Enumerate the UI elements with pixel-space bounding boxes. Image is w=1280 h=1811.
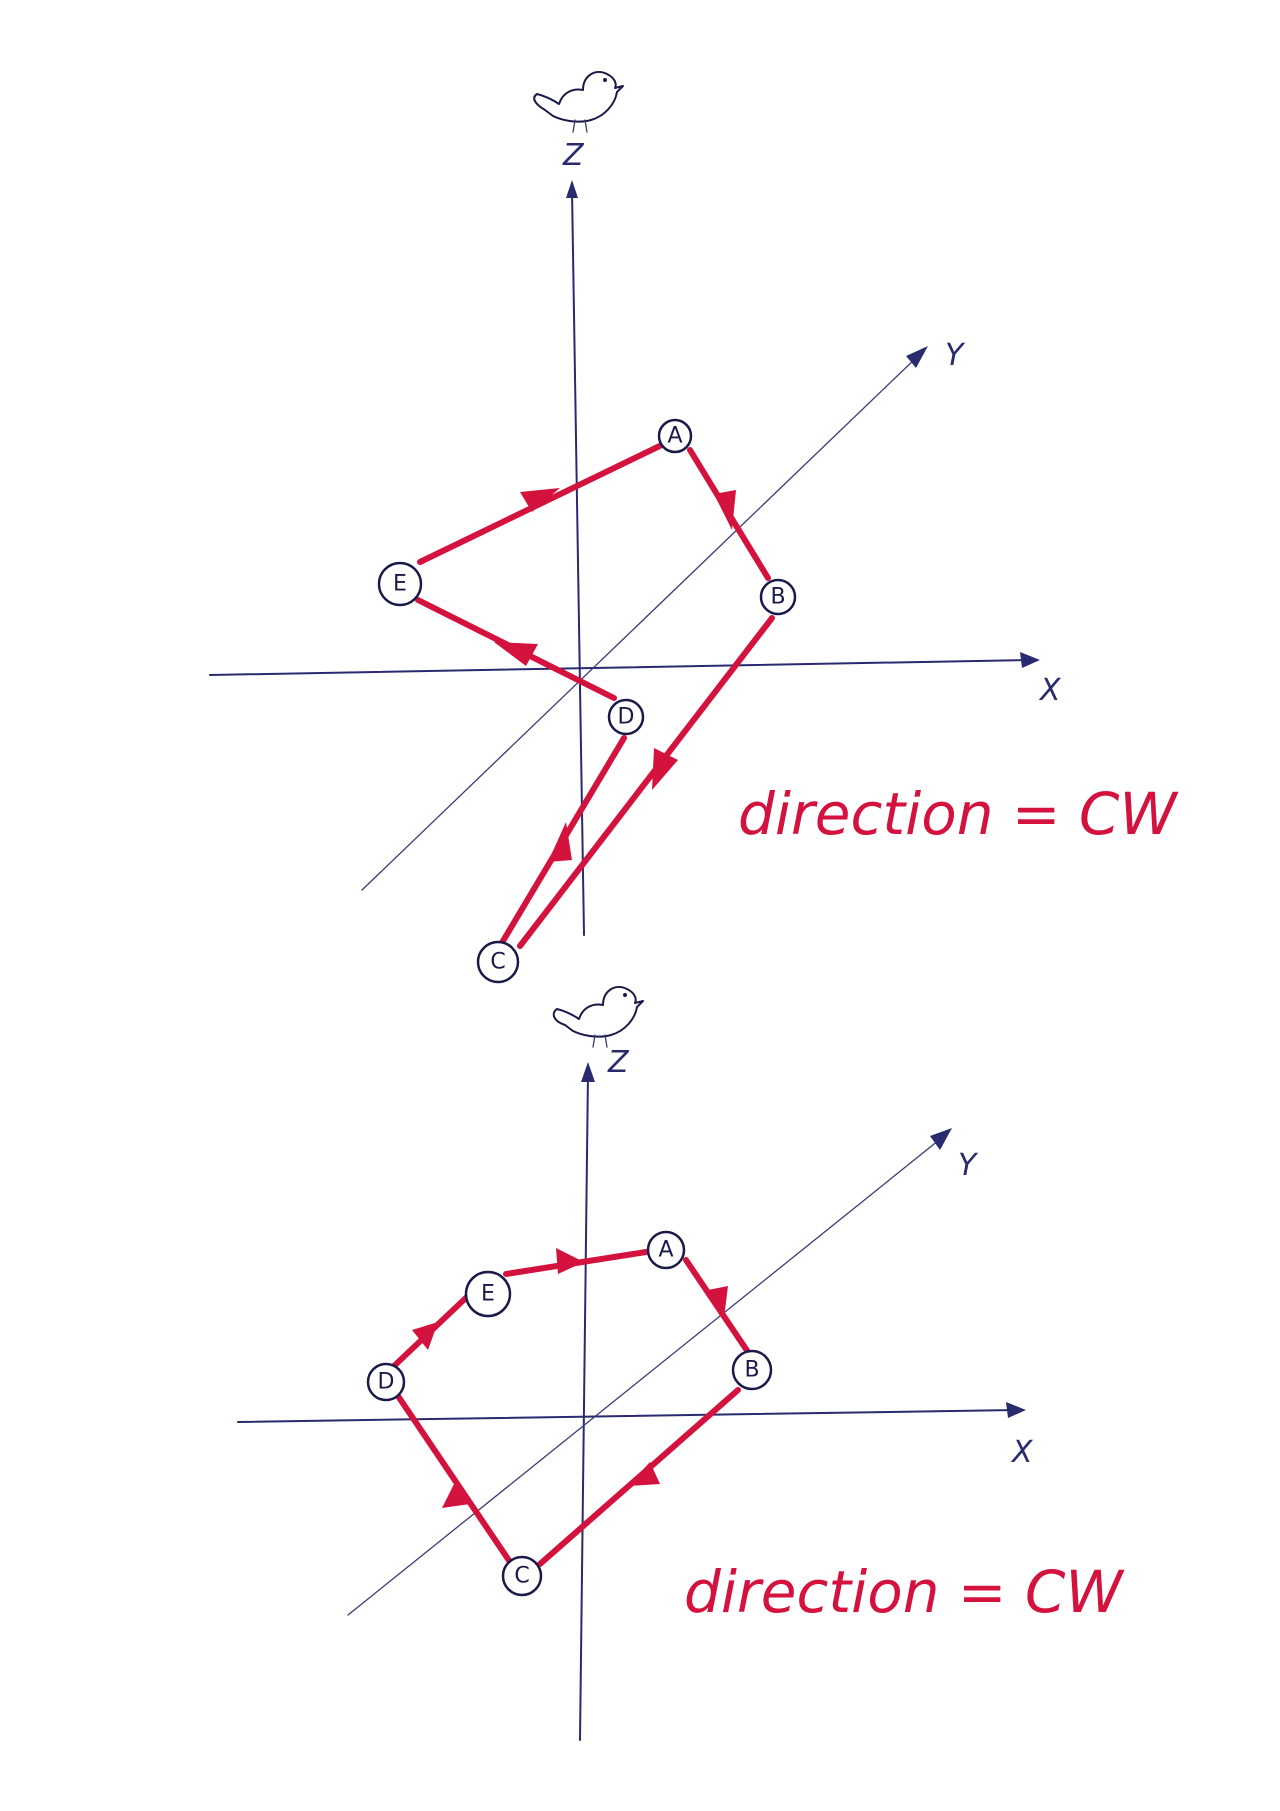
node-d: D <box>607 698 645 736</box>
x-axis-label: X <box>1010 1435 1034 1470</box>
edge-arrow-c-d <box>548 822 572 862</box>
edge-arrow-a-b <box>708 1286 728 1318</box>
z-axis-arrowhead <box>581 1062 595 1082</box>
z-axis-arrowhead <box>566 180 578 198</box>
node-b: B <box>731 1349 773 1391</box>
svg-text:D: D <box>378 1370 395 1395</box>
svg-text:E: E <box>393 572 407 597</box>
bird-icon <box>552 986 644 1048</box>
x-axis-arrowhead <box>1006 1402 1026 1418</box>
edge-arrow-e-a <box>556 1248 584 1274</box>
node-b: B <box>759 578 797 616</box>
x-axis-label: X <box>1038 673 1062 708</box>
svg-text:E: E <box>481 1282 495 1307</box>
y-axis-label: Y <box>945 338 966 373</box>
node-c: C <box>476 940 520 984</box>
edge-arrow-d-e <box>412 1322 438 1350</box>
diagram-top: Z X Y <box>209 71 1179 984</box>
edge-c-d <box>395 1393 513 1565</box>
edge-e-a <box>417 437 675 565</box>
x-axis <box>237 1409 1017 1423</box>
nodes-bottom: A B C D E <box>366 1230 773 1597</box>
svg-text:B: B <box>770 585 785 610</box>
bird-icon <box>533 71 624 133</box>
svg-text:A: A <box>667 424 682 449</box>
svg-text:C: C <box>514 1564 529 1589</box>
edge-arrow-a-b <box>714 490 736 530</box>
node-e: E <box>377 561 423 607</box>
direction-label-top: direction = CW <box>738 780 1179 848</box>
svg-text:A: A <box>658 1238 673 1263</box>
y-axis <box>361 355 919 891</box>
y-axis-arrowhead <box>930 1128 952 1150</box>
edge-arrow-e-a <box>520 488 560 512</box>
node-a: A <box>657 418 693 454</box>
diagram-bottom: Z X Y <box>237 986 1125 1741</box>
node-c: C <box>501 1555 543 1597</box>
nodes-top: A B C D E <box>377 418 797 984</box>
edge-arrow-d-e <box>494 642 538 666</box>
y-axis-arrowhead <box>906 346 928 368</box>
axes-bottom: Z X Y <box>237 1045 1034 1741</box>
node-e: E <box>464 1270 512 1318</box>
path-bottom <box>391 1248 751 1567</box>
edge-b-c <box>517 615 775 949</box>
edge-a-b <box>683 1257 751 1355</box>
x-axis-arrowhead <box>1020 652 1040 668</box>
z-axis <box>579 1071 589 1741</box>
edge-arrow-c-d <box>442 1480 470 1508</box>
y-axis-label: Y <box>958 1148 979 1183</box>
y-axis <box>347 1135 945 1616</box>
edge-arrow-b-c <box>628 1462 660 1486</box>
path-top <box>415 437 775 949</box>
z-axis-label: Z <box>562 138 585 173</box>
svg-text:C: C <box>490 950 505 975</box>
node-a: A <box>646 1230 686 1270</box>
edge-arrow-b-c <box>652 748 678 790</box>
node-d: D <box>366 1362 406 1402</box>
svg-text:B: B <box>744 1358 759 1383</box>
svg-text:D: D <box>618 705 635 730</box>
z-axis-label: Z <box>607 1045 630 1080</box>
x-axis <box>209 659 1031 676</box>
direction-label-bottom: direction = CW <box>684 1558 1125 1626</box>
